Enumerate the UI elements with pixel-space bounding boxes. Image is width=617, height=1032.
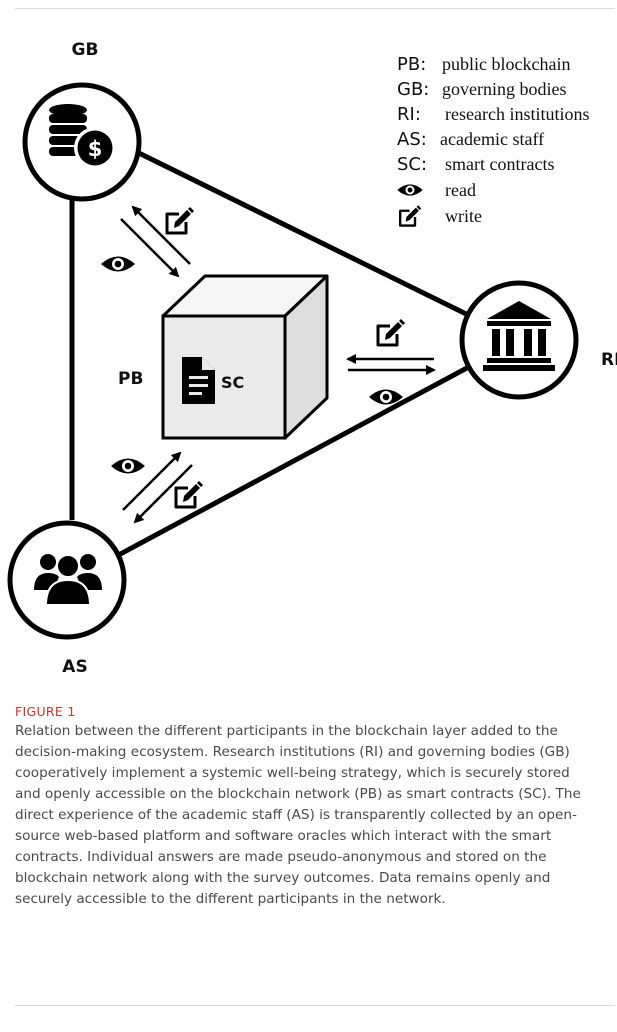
- legend-text-as: academic staff: [440, 129, 544, 149]
- ri-label: RI: [601, 350, 617, 370]
- arrows-gb-pb: [120, 205, 191, 278]
- write-edit-icon-gb: [165, 205, 196, 235]
- coins-dollar-icon: $: [49, 104, 116, 169]
- figure-caption: FIGURE 1 Relation between the different …: [15, 704, 595, 910]
- as-label: AS: [62, 657, 87, 677]
- arrows-pb-ri: [346, 354, 436, 375]
- legend-edit-icon: [399, 204, 423, 227]
- sc-label: SC: [221, 373, 244, 392]
- legend-text-gb: governing bodies: [442, 79, 566, 99]
- read-eye-icon-as: [111, 458, 145, 474]
- legend-abbr-pb: PB:: [397, 54, 426, 75]
- write-edit-icon-as: [174, 479, 205, 509]
- node-as: [7, 520, 127, 640]
- legend-text-sc: smart contracts: [445, 154, 554, 174]
- legend-abbr-ri: RI:: [397, 104, 421, 125]
- document-icon: [182, 357, 215, 404]
- edge-as-ri: [70, 337, 521, 583]
- legend-eye-icon: [397, 184, 423, 196]
- users-icon: [34, 554, 102, 606]
- top-rule: [15, 8, 615, 9]
- bottom-rule: [15, 1005, 615, 1006]
- write-edit-icon-ri: [376, 317, 407, 347]
- node-gb: $: [22, 82, 142, 202]
- edge-gb-ri: [90, 127, 521, 343]
- caption-text: Relation between the different participa…: [15, 723, 581, 907]
- legend-abbr-sc: SC:: [397, 154, 427, 175]
- svg-text:$: $: [88, 137, 103, 161]
- legend-read-text: read: [445, 180, 476, 200]
- blockchain-cube: [161, 274, 329, 440]
- legend-abbr-as: AS:: [397, 129, 427, 150]
- legend: PB: public blockchain GB: governing bodi…: [397, 54, 589, 227]
- legend-abbr-gb: GB:: [397, 79, 429, 100]
- legend-write-text: write: [445, 206, 482, 226]
- pb-label: PB: [118, 369, 143, 389]
- node-ri: [459, 280, 579, 400]
- bank-icon: [483, 301, 555, 371]
- legend-text-pb: public blockchain: [442, 54, 570, 74]
- read-eye-icon-gb: [101, 256, 135, 272]
- blockchain-diagram: $ GB RI AS: [7, 40, 617, 677]
- legend-text-ri: research institutions: [445, 104, 589, 124]
- arrows-as-pb: [122, 451, 193, 524]
- gb-label: GB: [72, 40, 99, 60]
- figure-label: FIGURE 1: [15, 704, 76, 719]
